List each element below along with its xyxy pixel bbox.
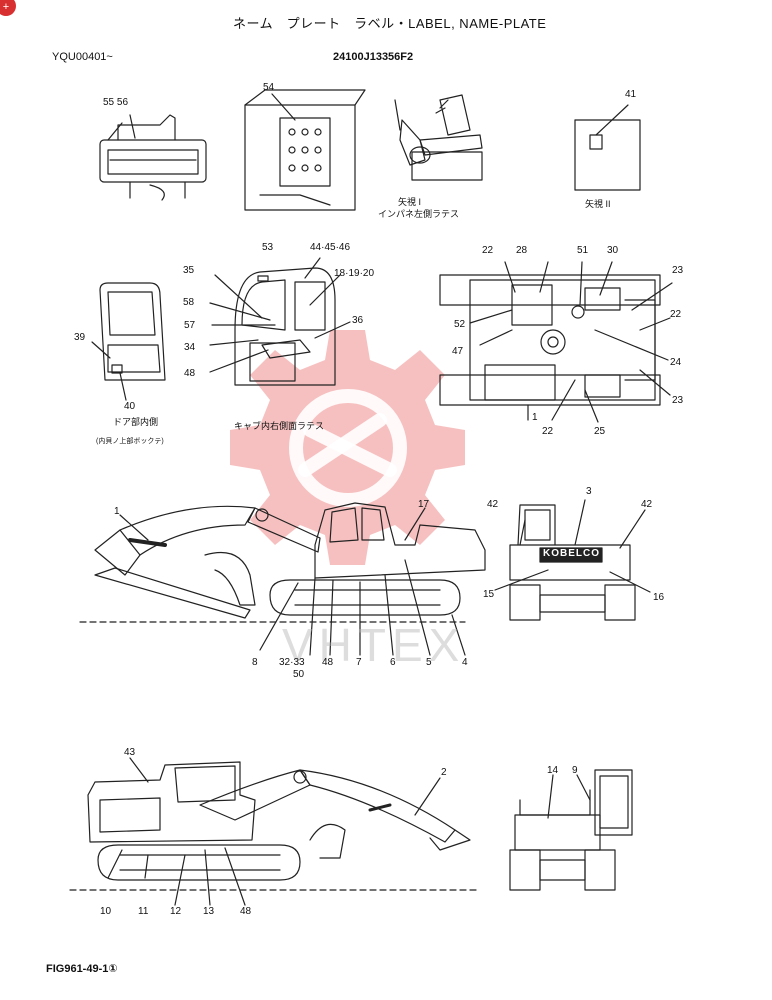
callout-8: 8	[252, 657, 258, 668]
callout-51: 51	[577, 245, 589, 256]
callout-55-56: 55 56	[103, 97, 129, 108]
callout-4: 4	[462, 657, 468, 668]
callout-11: 11	[138, 906, 149, 917]
callout-48-right-side: 48	[322, 657, 334, 668]
callout-10: 10	[100, 906, 112, 917]
callout-6: 6	[390, 657, 396, 668]
excavator-left-side	[69, 757, 481, 906]
excavator-right-side	[79, 502, 486, 656]
callout-22-bottom: 22	[542, 426, 554, 437]
detail-radiator-top	[99, 114, 207, 201]
callout-15: 15	[483, 589, 495, 600]
callout-28: 28	[516, 245, 528, 256]
excavator-front-view	[509, 769, 633, 891]
callout-34: 34	[184, 342, 196, 353]
brand-plate: KOBELCO	[543, 548, 600, 559]
caption-cab-right: キャブ内右側面ラテス	[234, 421, 325, 431]
page-title: ネーム プレート ラベル・LABEL, NAME-PLATE	[233, 16, 547, 31]
callout-12: 12	[170, 906, 182, 917]
callout-3: 3	[586, 486, 592, 497]
callout-9: 9	[572, 765, 578, 776]
corner-badge: +	[0, 0, 16, 16]
callout-22-top: 22	[482, 245, 494, 256]
callout-14: 14	[547, 765, 559, 776]
callout-16: 16	[653, 592, 665, 603]
caption-door-sub: (内貝ノ上部ボックテ)	[96, 438, 164, 445]
caption-arrow-ii: 矢視 II	[585, 199, 611, 209]
callout-24: 24	[670, 357, 682, 368]
callout-23-bottom: 23	[672, 395, 684, 406]
callout-25: 25	[594, 426, 606, 437]
watermark-inner-icon	[289, 389, 407, 507]
detail-cab-panel	[244, 89, 366, 211]
callout-40: 40	[124, 401, 136, 412]
detail-door-inside	[91, 282, 166, 401]
callout-5: 5	[426, 657, 432, 668]
excavator-rear-view	[494, 499, 651, 621]
callout-47: 47	[452, 346, 464, 357]
callout-58: 58	[183, 297, 195, 308]
callout-48-left-side: 48	[240, 906, 252, 917]
callout-43: 43	[124, 747, 136, 758]
caption-arrow-i: 矢視 I	[398, 197, 422, 207]
callout-30: 30	[607, 245, 619, 256]
detail-door-view	[574, 104, 641, 191]
callout-23-top: 23	[672, 265, 684, 276]
detail-top-view	[439, 261, 673, 423]
callout-52: 52	[454, 319, 466, 330]
callout-41: 41	[625, 89, 637, 100]
caption-door-inside: ドア部内側	[113, 417, 159, 427]
part-number: 24100J13356F2	[333, 51, 414, 63]
detail-cab-interior	[209, 257, 351, 386]
callout-13: 13	[203, 906, 215, 917]
detail-operator-seat	[394, 94, 483, 181]
callout-36: 36	[352, 315, 364, 326]
callout-53: 53	[262, 242, 274, 253]
caption-panel-left: インパネ左側ラテス	[378, 209, 460, 219]
callout-48: 48	[184, 368, 196, 379]
callout-35: 35	[183, 265, 195, 276]
callout-17: 17	[418, 499, 430, 510]
callout-54: 54	[263, 82, 275, 93]
serial-range: YQU00401~	[52, 51, 113, 63]
watermark-text: VHTEX	[282, 619, 466, 671]
callout-22-right: 22	[670, 309, 682, 320]
figure-number: FIG961-49-1①	[46, 963, 118, 975]
callout-50: 50	[293, 669, 305, 680]
callout-39: 39	[74, 332, 86, 343]
callout-44-45-46: 44·45·46	[310, 242, 351, 253]
callout-57: 57	[184, 320, 196, 331]
callout-1-top-view: 1	[532, 412, 538, 423]
callout-18-19-20: 18·19·20	[334, 268, 375, 279]
callout-1: 1	[114, 506, 120, 517]
callout-42-left: 42	[487, 499, 499, 510]
callout-7: 7	[356, 657, 362, 668]
callout-42-right: 42	[641, 499, 653, 510]
callout-2: 2	[441, 767, 447, 778]
callout-32-33: 32·33	[279, 657, 305, 668]
